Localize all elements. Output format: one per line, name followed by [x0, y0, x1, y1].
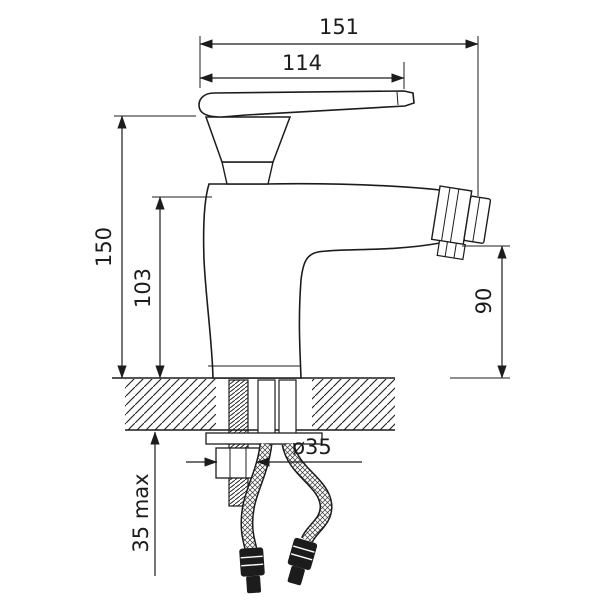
dim-label-base-height: 103	[131, 268, 155, 308]
dimension-total-height: 150	[92, 115, 196, 379]
hose-right-fitting	[287, 537, 318, 586]
dimension-handle-reach: 114	[199, 51, 405, 89]
handle-base-cap	[204, 116, 292, 163]
deck-hatch-right	[312, 379, 395, 430]
dimension-overall-width: 151	[199, 15, 479, 196]
spout-aerator	[430, 185, 492, 261]
dimension-max-deck-thickness: 35 max	[129, 431, 160, 576]
flexible-hoses	[239, 442, 333, 594]
dimension-base-height: 103	[131, 196, 212, 379]
dim-label-overall-width: 151	[319, 15, 359, 39]
mounting-deck	[112, 377, 395, 431]
hose-right-braid	[283, 442, 331, 543]
dim-label-max-deck-thickness: 35 max	[129, 473, 153, 552]
dimensions: 151 114 150 103 90	[92, 15, 510, 576]
dim-label-hole-diameter: ø35	[292, 435, 332, 459]
lever-handle	[198, 90, 415, 118]
dim-label-spout-height: 90	[472, 288, 496, 315]
dimension-spout-height: 90	[450, 245, 510, 379]
hose-left-braid	[241, 443, 271, 551]
aerator-outlet-nub	[436, 239, 466, 261]
dimension-hole-diameter: ø35	[186, 435, 362, 467]
dim-label-total-height: 150	[92, 227, 116, 267]
deck-hatch-left	[125, 379, 216, 430]
body-spout-outline	[202, 182, 441, 379]
lever-tip-joint-line	[396, 91, 399, 106]
dim-label-handle-reach: 114	[282, 51, 322, 75]
faucet-body	[198, 90, 492, 379]
hose-left-fitting	[239, 547, 265, 594]
cartridge-neck	[221, 161, 274, 185]
